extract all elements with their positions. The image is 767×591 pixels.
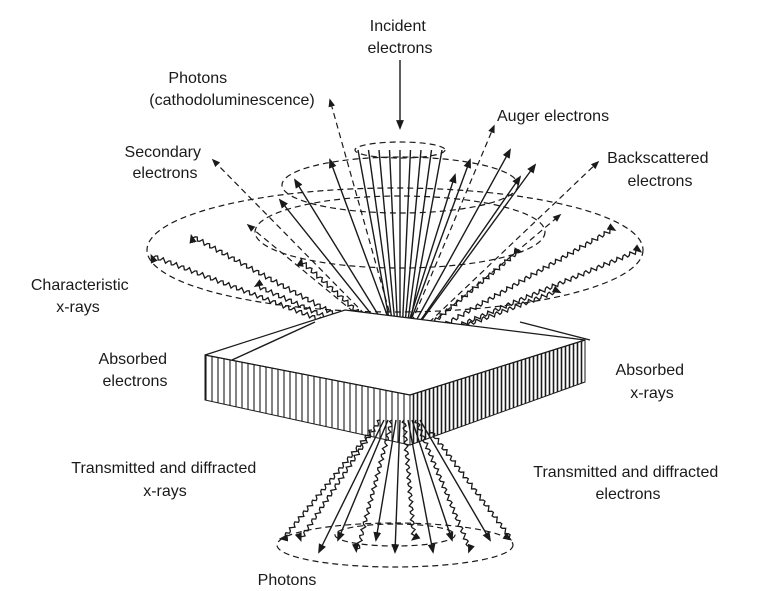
- specimen-slab: [205, 310, 590, 445]
- label-photons-bottom: Photons: [258, 572, 317, 589]
- transmitted-xray-ray: [281, 430, 372, 539]
- label-absorbed-electrons: Absorbed electrons: [99, 351, 172, 390]
- label-auger-electrons: Auger electrons: [497, 108, 609, 125]
- labels: Incident electrons Photons (cathodolumin…: [31, 18, 723, 589]
- transmitted-electron-ray: [412, 420, 452, 540]
- label-secondary-electrons: Secondary electrons: [125, 144, 206, 182]
- transmitted-electron-ray: [319, 420, 384, 552]
- upper-emission-cones: [147, 142, 643, 312]
- label-photons-cathodoluminescence: Photons (cathodoluminescence): [149, 70, 314, 109]
- label-transmitted-xrays: Transmitted and diffracted x-rays: [71, 460, 260, 500]
- transmitted-xray-ray: [300, 420, 380, 540]
- label-characteristic-xrays: Characteristic x-rays: [31, 277, 133, 316]
- transmitted-xray-ray: [430, 430, 511, 540]
- transmitted-xray-ray: [415, 420, 471, 552]
- label-absorbed-xrays: Absorbed x-rays: [616, 362, 689, 402]
- label-backscattered-electrons: Backscattered electrons: [607, 150, 713, 190]
- transmitted-electron-ray: [420, 420, 490, 540]
- label-transmitted-electrons: Transmitted and diffracted electrons: [533, 464, 722, 503]
- label-incident-electrons: Incident electrons: [368, 18, 433, 57]
- emitted-rays: [151, 100, 640, 351]
